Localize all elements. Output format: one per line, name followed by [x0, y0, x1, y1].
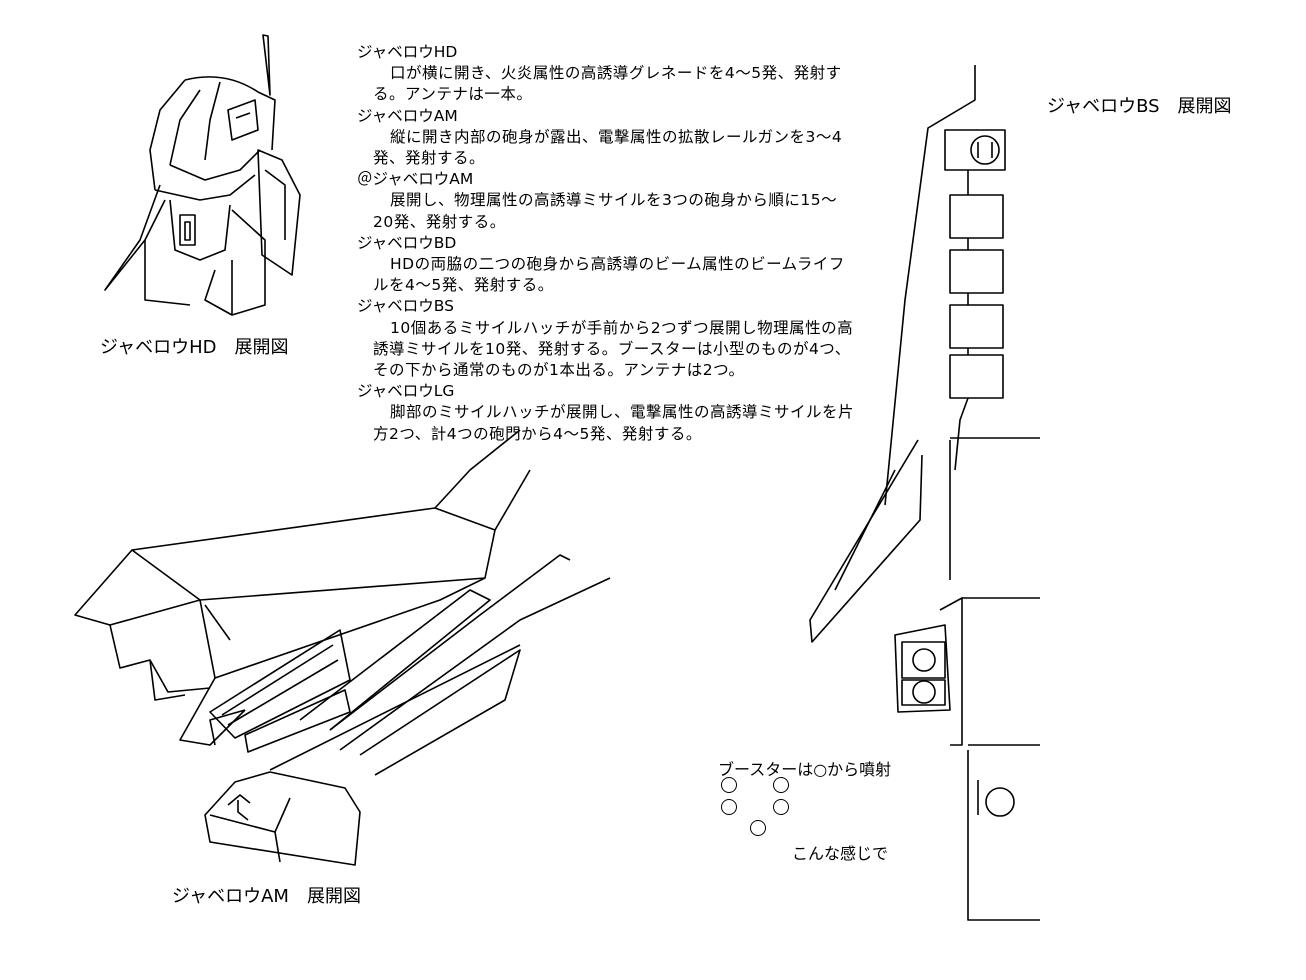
am-diagram-caption: ジャベロウAM 展開図	[172, 886, 361, 907]
booster-nozzle-circle-icon	[773, 777, 789, 793]
note-name: ジャベロウLG	[357, 382, 455, 401]
note-desc: 脚部のミサイルハッチが展開し、電撃属性の高誘導ミサイルを片方2つ、計4つの砲門か…	[373, 403, 855, 443]
note-name: ジャベロウAM	[357, 106, 458, 125]
am-arm-sketch	[74, 429, 611, 866]
note-name: ＠ジャベロウAM	[357, 170, 474, 189]
booster-nozzle-circle-icon	[721, 777, 737, 793]
booster-nozzle-circle-icon	[721, 799, 737, 815]
bs-diagram-caption: ジャベロウBS 展開図	[1047, 96, 1232, 117]
note-name: ジャベロウBS	[357, 297, 454, 316]
note-desc: 展開し、物理属性の高誘導ミサイルを3つの砲身から順に15～20発、発射する。	[373, 191, 838, 231]
hd-head-sketch	[104, 34, 301, 316]
bs-back-sketch	[809, 65, 1040, 921]
note-desc: HDの両脇の二つの砲身から高誘導のビーム属性のビームライフルを4～5発、発射する…	[373, 255, 845, 295]
note-name: ジャベロウHD	[357, 43, 458, 61]
note-name: ジャベロウBD	[357, 233, 457, 252]
weapon-notes: ジャベロウHD 口が横に開き、火炎属性の高誘導グレネードを4～5発、発射する。ア…	[357, 42, 857, 445]
note-desc: 口が横に開き、火炎属性の高誘導グレネードを4～5発、発射する。アンテナは一本。	[373, 64, 842, 104]
note-desc: 10個あるミサイルハッチが手前から2つずつ展開し物理属性の高誘導ミサイルを10発…	[373, 318, 854, 380]
booster-note-footer: こんな感じで	[792, 844, 889, 863]
booster-note-title: ブースターは○から噴射	[718, 760, 892, 779]
booster-nozzle-circle-icon	[750, 820, 766, 836]
booster-nozzle-circle-icon	[773, 799, 789, 815]
note-desc: 縦に開き内部の砲身が露出、電撃属性の拡散レールガンを3～4発、発射する。	[373, 127, 843, 168]
hd-diagram-caption: ジャベロウHD 展開図	[100, 337, 289, 358]
